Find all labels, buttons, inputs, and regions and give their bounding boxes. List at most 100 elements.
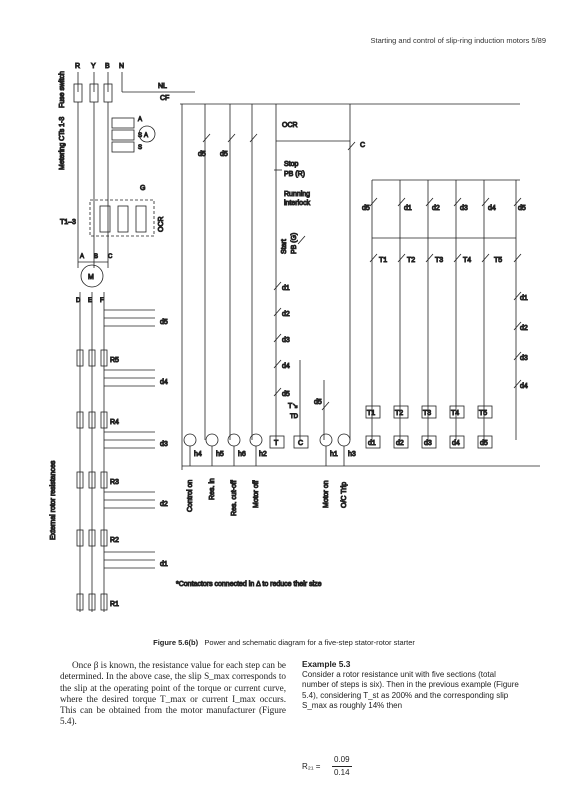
chain-label: d2: [282, 311, 290, 318]
rotor-f-label: F: [100, 298, 104, 304]
rotor-contact-label: d3: [160, 441, 168, 448]
lamp-label: h5: [216, 451, 224, 458]
bottom-label: Control on: [187, 480, 194, 512]
d-column-label: d4: [520, 383, 528, 390]
timer-contact-label: T4: [463, 257, 471, 264]
side-label: Metering CTs 1-3: [59, 117, 66, 170]
coil-label: d5: [480, 440, 488, 447]
bottom-label: Motor on: [323, 480, 330, 508]
stop-label: Stop: [284, 161, 299, 168]
stator-c-label: C: [108, 254, 113, 260]
d-contact-label: d5: [518, 205, 526, 212]
coil-label: d1: [368, 440, 376, 447]
lamp-label: h2: [259, 451, 267, 458]
formula-denominator: 0.14: [334, 768, 350, 777]
start-pb-label: PB (G): [291, 233, 298, 254]
chain-label: d5: [282, 391, 290, 398]
phase-label: R: [75, 63, 80, 70]
t1-label: T1–3: [60, 219, 76, 226]
rotor-contact-label: d4: [160, 379, 168, 386]
t-arrow-label: T↘: [288, 403, 298, 410]
coil-label: T5: [479, 410, 487, 417]
nl-label: NL: [158, 83, 167, 90]
d-contact-label: d3: [460, 205, 468, 212]
resistor-label: R1: [110, 601, 119, 608]
body-paragraph: Once β is known, the resistance value fo…: [60, 660, 286, 727]
phase-label: B: [105, 63, 110, 70]
coil-label: T3: [423, 410, 431, 417]
running-head: Starting and control of slip-ring induct…: [370, 36, 546, 45]
bottom-label: Motor off: [253, 480, 260, 508]
resistor-label: R4: [110, 419, 119, 426]
lamp-label: h6: [238, 451, 246, 458]
coil-label: d2: [396, 440, 404, 447]
phase-label: Y: [91, 63, 96, 70]
ocr-relay-label: OCR: [158, 216, 165, 232]
bottom-label: Res. in: [209, 478, 216, 500]
phase-label: N: [119, 63, 124, 70]
motor-label: M: [88, 274, 94, 281]
example-text: Consider a rotor resistance unit with fi…: [302, 669, 519, 711]
figure-number: Figure 5.6(b): [153, 638, 199, 647]
d-contact-label: d1: [404, 205, 412, 212]
formula-numerator: 0.09: [334, 755, 350, 764]
d-contact-label: d2: [432, 205, 440, 212]
circuit-diagram: R Y B N Fuse switch Metering CTs 1-3 Ext…: [50, 63, 540, 612]
stator-a-label: A: [80, 254, 84, 260]
footnote: *Contactors connected in Δ to reduce the…: [176, 581, 322, 588]
rotor-contact-label: d1: [160, 561, 168, 568]
interlock-label: interlock: [284, 200, 311, 207]
side-label: External rotor resistances: [50, 460, 57, 540]
td-label: TD: [290, 414, 299, 420]
stator-b-label: B: [94, 254, 98, 260]
coil-label: T: [274, 440, 279, 447]
rotor-contact-label: d2: [160, 501, 168, 508]
chain-label: d3: [282, 337, 290, 344]
coil-label: C: [298, 440, 303, 447]
bottom-label: O/C Trip: [341, 482, 348, 508]
d-contact-label: d4: [488, 205, 496, 212]
d5-label: d5: [198, 151, 206, 158]
coil-label: T1: [367, 410, 375, 417]
resistor-label: R5: [110, 357, 119, 364]
start-label: Start: [281, 239, 288, 254]
example-block: Example 5.3 Consider a rotor resistance …: [302, 659, 522, 712]
coil-label: T4: [451, 410, 459, 417]
timer-contact-label: T2: [407, 257, 415, 264]
lamp-label: h4: [194, 451, 202, 458]
timer-contact-label: T5: [494, 257, 502, 264]
formula-lhs: R₂₁ =: [302, 762, 321, 771]
ammeter-label: A: [144, 133, 148, 139]
bottom-label: Res. cut-off: [231, 480, 238, 516]
resistor-label: R2: [110, 537, 119, 544]
d-column-label: d2: [520, 325, 528, 332]
cf-label: CF: [160, 95, 169, 102]
coil-label: d4: [452, 440, 460, 447]
rotor-d-label: D: [76, 298, 81, 304]
example-title: Example 5.3: [302, 659, 351, 669]
figure-caption: Figure 5.6(b) Power and schematic diagra…: [0, 638, 568, 647]
g-label: G: [140, 185, 145, 192]
ocr-contact-label: OCR: [282, 122, 298, 129]
figure-caption-text: Power and schematic diagram for a five-s…: [204, 638, 415, 647]
chain-label: d4: [282, 363, 290, 370]
s2-label: S: [138, 145, 142, 151]
s1-label: S: [138, 133, 142, 139]
a-label: A: [138, 117, 142, 123]
stop-pb-label: PB (R): [284, 171, 305, 178]
resistor-label: R3: [110, 479, 119, 486]
d-column-label: d3: [520, 355, 528, 362]
coil-label: d3: [424, 440, 432, 447]
running-label: Running: [284, 191, 310, 198]
c-contact-label: C: [360, 142, 365, 149]
side-label: Fuse switch: [59, 71, 66, 108]
rotor-contact-label: d5: [160, 319, 168, 326]
timer-contact-label: T1: [379, 257, 387, 264]
body-text-left: Once β is known, the resistance value fo…: [60, 660, 286, 728]
rotor-e-label: E: [88, 298, 92, 304]
d-column-label: d1: [520, 295, 528, 302]
d5-label: d5: [220, 151, 228, 158]
t-d5-label: d5: [314, 399, 322, 406]
timer-contact-label: T3: [435, 257, 443, 264]
chain-label: d1: [282, 285, 290, 292]
